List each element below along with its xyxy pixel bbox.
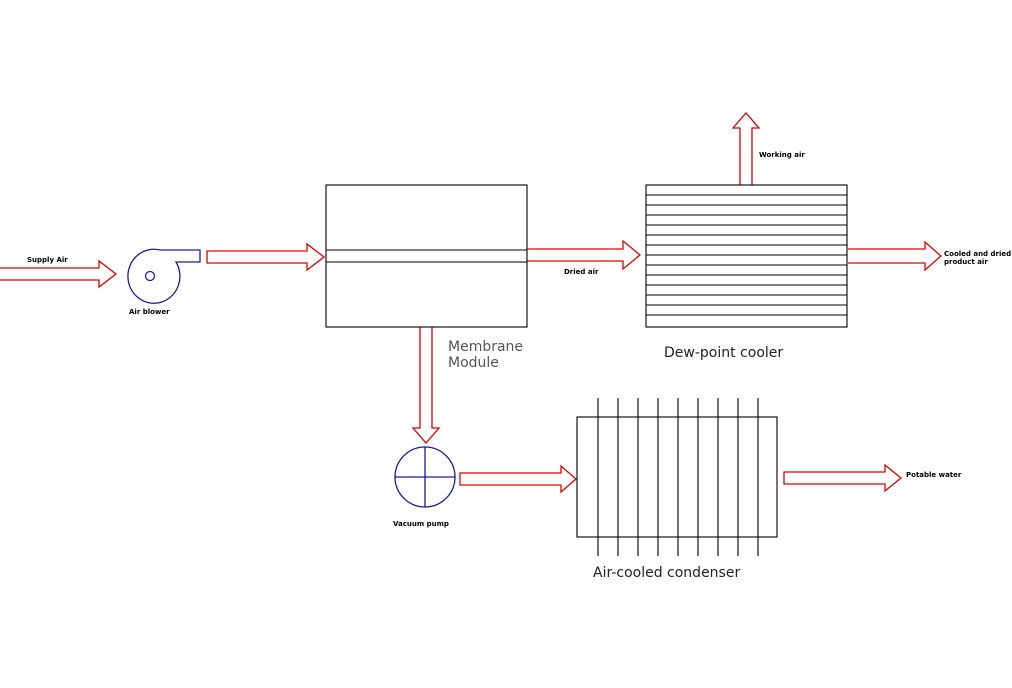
dried-air-arrow: [527, 239, 642, 271]
dew-point-cooler-label: Dew-point cooler: [664, 345, 783, 361]
air-blower-label: Air blower: [129, 308, 170, 316]
membrane-module-label-line1: Membrane: [448, 339, 523, 355]
air-cooled-condenser: [576, 398, 778, 556]
working-air-label: Working air: [759, 151, 805, 159]
dried-air-label: Dried air: [564, 268, 599, 276]
membrane-module: [325, 184, 528, 328]
blower-outlet-arrow: [206, 242, 326, 272]
air-cooled-condenser-label: Air-cooled condenser: [593, 565, 740, 581]
membrane-module-label-line2: Module: [448, 355, 499, 371]
centrifugal-blower-icon: [127, 248, 201, 304]
potable-water-label: Potable water: [906, 471, 962, 479]
dew-point-cooler: [645, 184, 848, 328]
permeate-arrow: [411, 327, 441, 444]
product-air-label-line1: Cooled and dried: [944, 250, 1011, 258]
product-air-label-line2: product air: [944, 258, 988, 266]
vacuum-pump-label: Vacuum pump: [393, 520, 449, 528]
supply-air-label: Supply Air: [27, 256, 68, 264]
potable-water-arrow: [783, 463, 903, 493]
working-air-arrow: [731, 112, 761, 185]
supply-air-arrow: [0, 259, 118, 289]
product-air-arrow: [848, 240, 942, 272]
vacuum-outlet-arrow: [459, 464, 577, 494]
vacuum-pump-icon: [394, 446, 456, 508]
